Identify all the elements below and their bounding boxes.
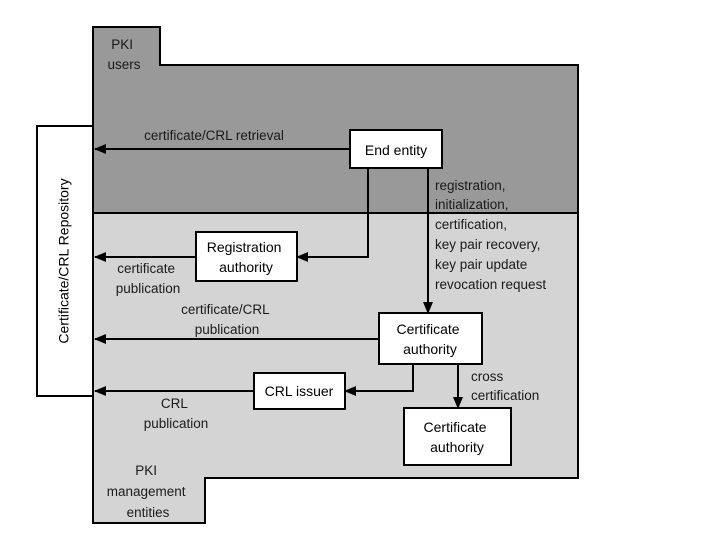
management-region-label: PKI management entities: [107, 463, 190, 520]
ca-publication-label: certificate/CRL publication: [181, 302, 273, 337]
end-entity-label: End entity: [365, 142, 427, 158]
svg-text:CRL issuer: CRL issuer: [265, 383, 334, 399]
ra-publication-label-line: publication: [116, 281, 181, 296]
crl-issuer-label: CRL issuer: [265, 383, 334, 399]
ca-to-crl-issuer-connector: [344, 364, 414, 396]
certificate-authority-2-label: authority: [430, 439, 484, 455]
certificate-authority-2-node: Certificate authority: [403, 407, 512, 466]
crl-issuer-node: CRL issuer: [253, 372, 346, 410]
users-region-label-line: users: [107, 57, 140, 72]
management-region-label-line: PKI: [135, 463, 157, 478]
certificate-authority-label: authority: [403, 341, 457, 357]
ee-management-ops-line: key pair update: [435, 257, 527, 272]
crl-publication-label-line: CRL: [161, 396, 188, 411]
svg-text:Registration authority: Registration authority: [207, 239, 286, 275]
users-region-label-line: PKI: [111, 37, 133, 52]
svg-text:Certificate authority: Certificate authority: [397, 321, 464, 357]
cross-certification-label: cross certification: [471, 369, 539, 403]
ee-to-ra-connector: [296, 168, 369, 262]
management-region-label-line: entities: [127, 505, 170, 520]
cross-certification-label-line: certification: [471, 388, 539, 403]
ee-management-ops-line: revocation request: [435, 277, 546, 292]
management-region-label-line: management: [107, 484, 186, 499]
crl-publication-label: CRL publication: [144, 396, 209, 431]
ee-management-ops-line: registration,: [435, 178, 506, 193]
crl-publication-label-line: publication: [144, 416, 209, 431]
ee-management-ops-line: initialization,: [435, 197, 509, 212]
ca-publication-label-line: publication: [195, 322, 260, 337]
certificate-authority-2-label: Certificate: [424, 419, 487, 435]
users-region-label: PKI users: [107, 37, 140, 72]
certificate-authority-label: Certificate: [397, 321, 460, 337]
certificate-authority-node: Certificate authority: [378, 312, 483, 365]
ee-management-ops-line: key pair recovery,: [435, 237, 541, 252]
ca-publication-label-line: certificate/CRL: [181, 302, 270, 317]
ee-management-ops-label: registration, initialization, certificat…: [435, 178, 546, 292]
svg-text:Certificate authority: Certificate authority: [424, 419, 491, 455]
end-entity-node: End entity: [349, 129, 443, 169]
registration-authority-label: authority: [219, 259, 273, 275]
ee-management-ops-line: certification,: [435, 217, 507, 232]
svg-text:End entity: End entity: [365, 142, 427, 158]
ee-retrieval-label: certificate/CRL retrieval: [144, 128, 284, 143]
registration-authority-label: Registration: [207, 239, 282, 255]
repository-label: Certificate/CRL Repository: [56, 178, 72, 343]
registration-authority-node: Registration authority: [195, 231, 298, 282]
cross-certification-label-line: cross: [471, 369, 504, 384]
ee-retrieval-label-line: certificate/CRL retrieval: [144, 128, 284, 143]
ra-publication-label-line: certificate: [117, 261, 175, 276]
repository-box: [36, 125, 94, 397]
ra-publication-label: certificate publication: [116, 261, 181, 296]
